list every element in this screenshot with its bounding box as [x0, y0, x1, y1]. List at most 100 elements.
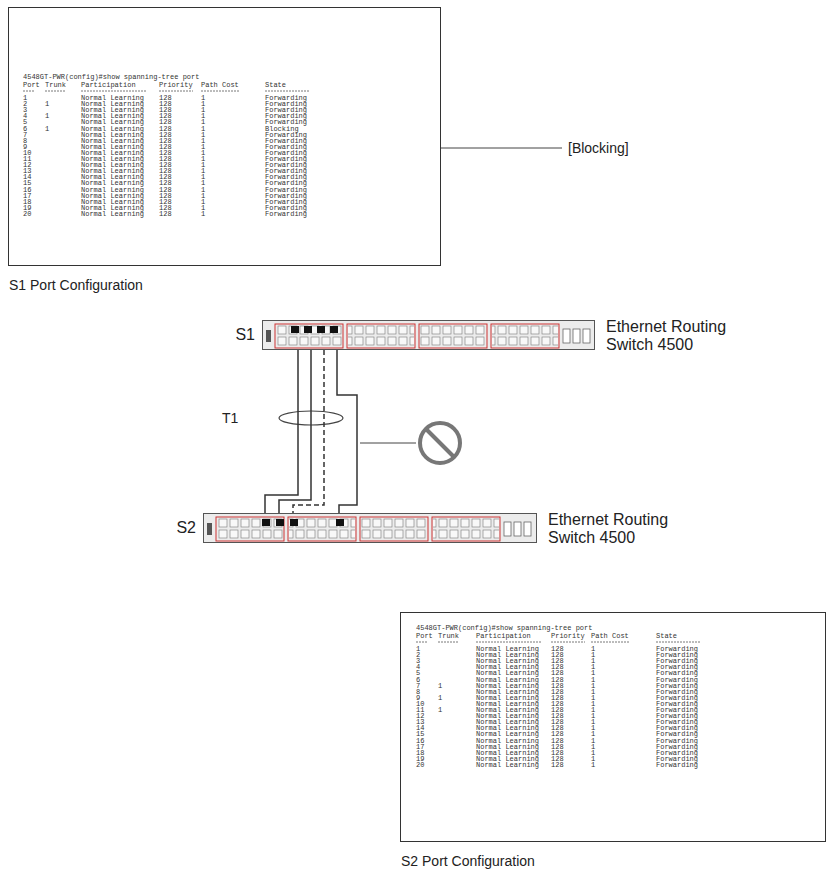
- path-cost-cell: 1: [201, 101, 205, 107]
- priority-cell: 128: [551, 738, 564, 744]
- state-cell: Forwarding: [656, 744, 698, 750]
- port-cell: 13: [416, 719, 424, 725]
- header-rule: [438, 642, 458, 643]
- priority-cell: 128: [551, 744, 564, 750]
- switch-chassis: S1Ethernet Routing Switch 4500: [262, 320, 595, 350]
- state-cell: Forwarding: [265, 138, 307, 144]
- path-cost-cell: 1: [201, 180, 205, 186]
- state-cell: Forwarding: [265, 193, 307, 199]
- priority-cell: 128: [159, 119, 172, 125]
- path-cost-cell: 1: [201, 199, 205, 205]
- path-cost-cell: 1: [591, 725, 595, 731]
- port-cell: 7: [23, 132, 27, 138]
- participation-cell: Normal Learning: [81, 150, 144, 156]
- column-header: Path Cost: [591, 633, 629, 639]
- console-block: [266, 330, 271, 342]
- priority-cell: 128: [159, 211, 172, 217]
- active-port: [276, 519, 284, 526]
- column-header: Participation: [476, 633, 531, 639]
- state-cell: Forwarding: [656, 750, 698, 756]
- participation-cell: Normal Learning: [476, 658, 539, 664]
- priority-cell: 128: [551, 646, 564, 652]
- state-cell: Forwarding: [265, 180, 307, 186]
- header-rule: [551, 642, 585, 643]
- priority-cell: 128: [551, 664, 564, 670]
- port-group-outline: [347, 324, 415, 348]
- port-cell: 18: [416, 750, 424, 756]
- path-cost-cell: 1: [201, 138, 205, 144]
- state-cell: Forwarding: [265, 119, 307, 125]
- state-cell: Forwarding: [656, 677, 698, 683]
- port-cell: 9: [23, 144, 27, 150]
- switch-name: S1: [235, 326, 255, 344]
- priority-cell: 128: [159, 132, 172, 138]
- port-grid: [348, 325, 414, 347]
- path-cost-cell: 1: [591, 695, 595, 701]
- participation-cell: Normal Learning: [476, 750, 539, 756]
- path-cost-cell: 1: [591, 658, 595, 664]
- prohibition-bar: [426, 429, 454, 457]
- port-grid: [276, 325, 342, 347]
- switch-model: Ethernet Routing Switch 4500: [548, 511, 698, 547]
- state-cell: Forwarding: [656, 707, 698, 713]
- sfp-port: [524, 522, 531, 536]
- column-header: Port: [416, 633, 433, 639]
- priority-cell: 128: [551, 658, 564, 664]
- participation-cell: Normal Learning: [476, 713, 539, 719]
- switch-front-panel: [263, 321, 594, 349]
- path-cost-cell: 1: [201, 205, 205, 211]
- participation-cell: Normal Learning: [476, 756, 539, 762]
- column-header: Priority: [551, 633, 585, 639]
- priority-cell: 128: [551, 701, 564, 707]
- priority-cell: 128: [159, 162, 172, 168]
- port-cell: 8: [416, 689, 420, 695]
- trunk-cell: 1: [438, 683, 442, 689]
- port-cell: 20: [23, 211, 31, 217]
- port-cell: 6: [23, 126, 27, 132]
- path-cost-cell: 1: [591, 762, 595, 768]
- state-cell: Forwarding: [656, 725, 698, 731]
- state-cell: Forwarding: [656, 695, 698, 701]
- priority-cell: 128: [551, 652, 564, 658]
- header-rule: [476, 642, 542, 643]
- port-group-outline: [288, 517, 356, 541]
- priority-cell: 128: [159, 107, 172, 113]
- priority-cell: 128: [159, 95, 172, 101]
- priority-cell: 128: [159, 180, 172, 186]
- prohibition-symbol: [420, 423, 460, 463]
- port-cell: 8: [23, 138, 27, 144]
- header-rule: [45, 91, 65, 92]
- link-cable: [265, 350, 298, 513]
- header-rule: [591, 642, 629, 643]
- participation-cell: Normal Learning: [81, 199, 144, 205]
- state-cell: Forwarding: [265, 156, 307, 162]
- port-cell: 5: [416, 670, 420, 676]
- state-cell: Forwarding: [265, 162, 307, 168]
- port-cell: 4: [416, 664, 420, 670]
- path-cost-cell: 1: [201, 162, 205, 168]
- callout-label: [Blocking]: [568, 140, 629, 156]
- column-header: State: [656, 633, 677, 639]
- participation-cell: Normal Learning: [81, 107, 144, 113]
- path-cost-cell: 1: [591, 689, 595, 695]
- port-group-outline: [432, 517, 500, 541]
- path-cost-cell: 1: [591, 738, 595, 744]
- participation-cell: Normal Learning: [476, 670, 539, 676]
- path-cost-cell: 1: [201, 107, 205, 113]
- port-group-outline: [419, 324, 487, 348]
- port-grid: [492, 325, 558, 347]
- port-cell: 11: [416, 707, 424, 713]
- participation-cell: Normal Learning: [81, 162, 144, 168]
- priority-cell: 128: [159, 101, 172, 107]
- priority-cell: 128: [551, 762, 564, 768]
- port-grid: [433, 518, 499, 540]
- participation-cell: Normal Learning: [81, 101, 144, 107]
- participation-cell: Normal Learning: [476, 719, 539, 725]
- state-cell: Forwarding: [265, 144, 307, 150]
- state-cell: Forwarding: [265, 199, 307, 205]
- state-cell: Forwarding: [656, 652, 698, 658]
- priority-cell: 128: [159, 144, 172, 150]
- priority-cell: 128: [551, 756, 564, 762]
- state-cell: Forwarding: [656, 689, 698, 695]
- sfp-port: [504, 522, 511, 536]
